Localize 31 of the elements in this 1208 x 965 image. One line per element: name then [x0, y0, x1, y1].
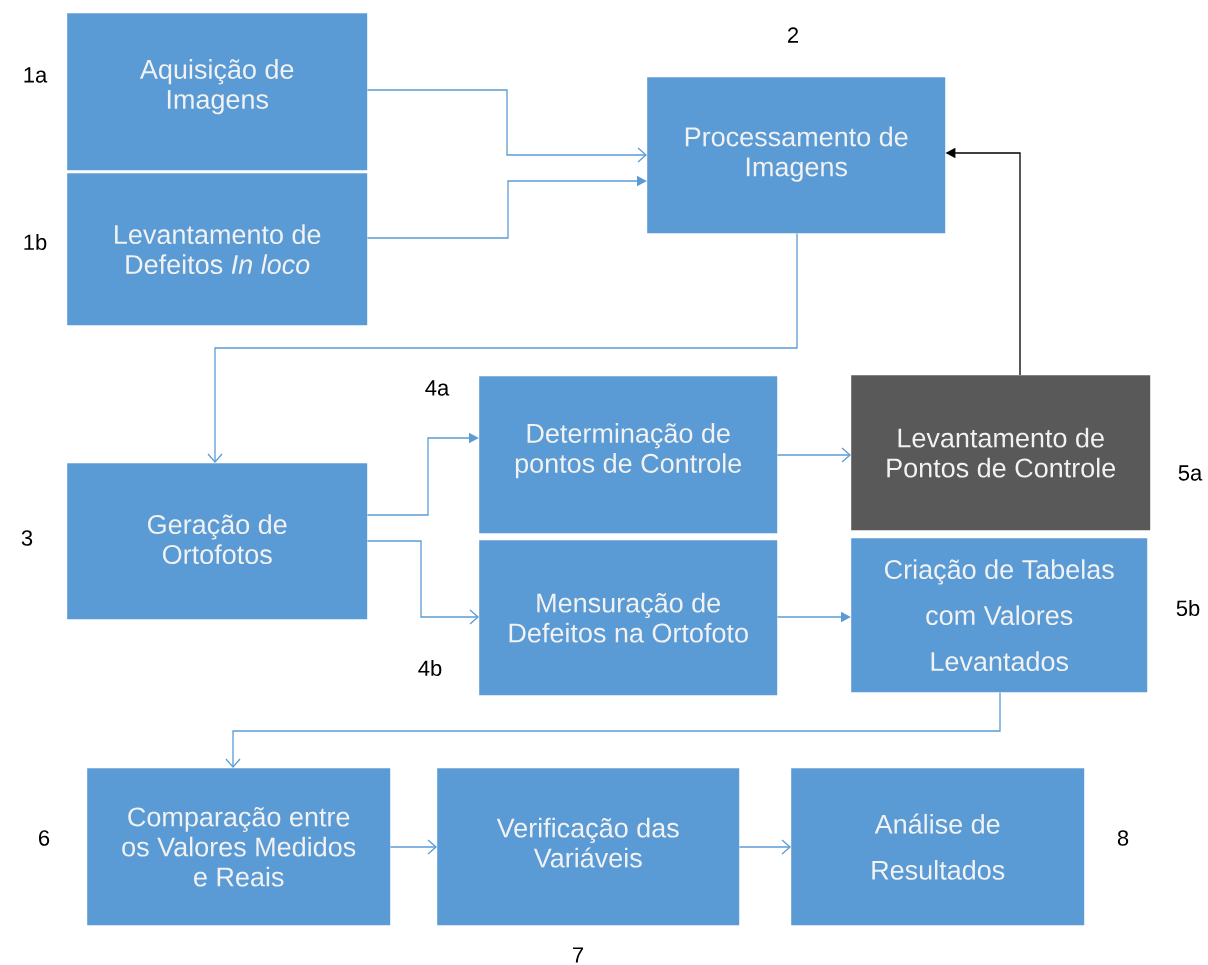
arrow — [366, 89, 647, 163]
arrow — [207, 232, 798, 463]
process-box: Verificação das Variáveis — [437, 768, 740, 926]
arrow — [366, 540, 479, 625]
process-box: Aquisição de Imagens — [67, 13, 368, 171]
process-box: Levantamento de Pontos de Controle — [851, 375, 1151, 531]
process-box: Levantamento de Defeitos In loco — [67, 173, 368, 326]
process-box: Determinação de pontos de Controle — [479, 376, 778, 534]
arrow — [366, 175, 647, 239]
arrow — [225, 691, 1001, 768]
step-number: 7 — [573, 947, 583, 963]
step-number: 4b — [418, 659, 442, 677]
process-box: Criação de Tabelas com Valores Levantados — [851, 538, 1148, 693]
arrow — [738, 839, 791, 855]
step-number: 1b — [24, 233, 47, 251]
step-number: 1a — [24, 67, 48, 83]
process-box: Comparação entre os Valores Medidos e Reais — [87, 768, 391, 926]
step-number: 3 — [21, 530, 33, 546]
step-number: 5b — [1176, 599, 1200, 617]
arrow — [389, 839, 437, 855]
step-number: 5a — [1178, 465, 1203, 481]
process-box: Processamento de Imagens — [647, 77, 946, 234]
step-number: 4a — [425, 380, 450, 396]
process-box: Geração de Ortofotos — [67, 463, 368, 620]
arrow — [366, 432, 479, 516]
step-number: 8 — [1117, 830, 1129, 846]
arrow — [776, 447, 851, 463]
step-number: 6 — [39, 830, 50, 846]
process-box: Mensuração de Defeitos na Ortofoto — [479, 540, 778, 696]
step-number: 2 — [788, 27, 798, 43]
process-box: Análise de Resultados — [791, 768, 1085, 926]
